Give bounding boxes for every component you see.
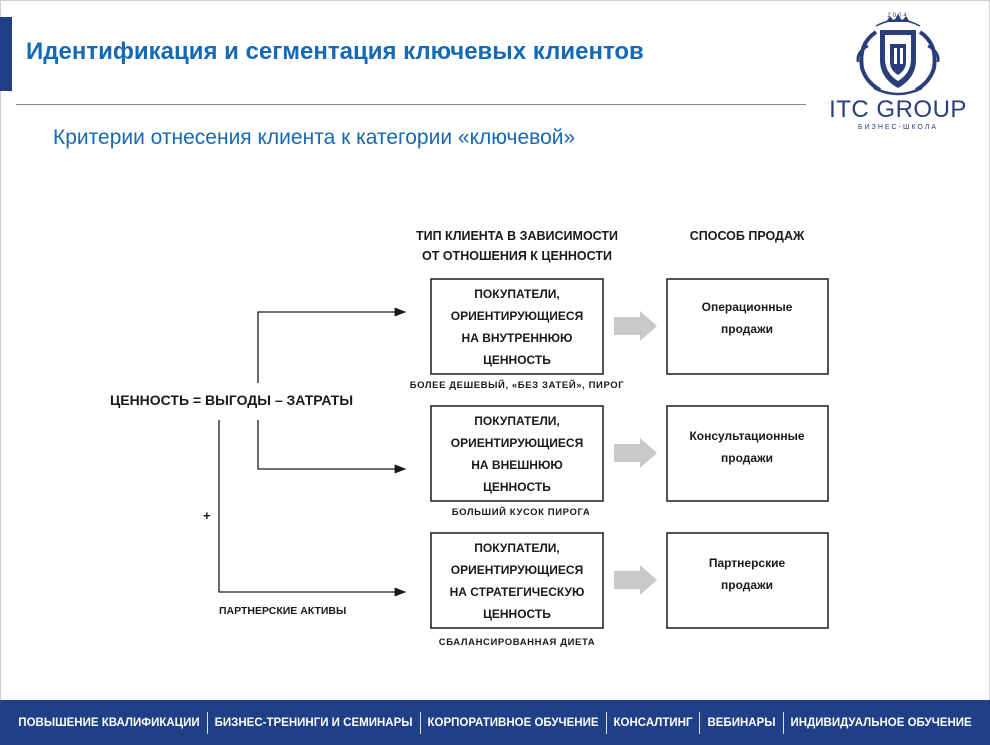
partner-assets-label: ПАРТНЕРСКИЕ АКТИВЫ (219, 605, 346, 617)
client-box-strategic-line-4: ЦЕННОСТЬ (483, 607, 551, 621)
caption-balanced-diet: СБАЛАНСИРОВАННАЯ ДИЕТА (439, 637, 595, 648)
client-box-strategic (430, 532, 604, 629)
sales-box-operational (666, 278, 829, 375)
connector-bottom (218, 420, 407, 597)
footer-bar: ПОВЫШЕНИЕ КВАЛИФИКАЦИИ БИЗНЕС-ТРЕНИНГИ И… (0, 700, 990, 745)
caption-cheaper-pie: БОЛЕЕ ДЕШЕВЫЙ, «БЕЗ ЗАТЕЙ», ПИРОГ (410, 379, 625, 391)
sales-box-partner (666, 532, 829, 629)
client-box-internal-line-3: НА ВНУТРЕННЮЮ (462, 331, 573, 345)
footer-separator (782, 711, 784, 734)
footer-link-webinars[interactable]: ВЕБИНАРЫ (707, 716, 776, 729)
sales-box-partner-line-1: Партнерские (709, 556, 786, 570)
gray-arrow-1 (614, 311, 657, 341)
footer-nav: ПОВЫШЕНИЕ КВАЛИФИКАЦИИ БИЗНЕС-ТРЕНИНГИ И… (0, 700, 990, 745)
logo-name: ITC GROUP (829, 96, 967, 123)
sales-box-consulting-line-1: Консультационные (689, 429, 804, 443)
client-box-external (430, 405, 604, 502)
sales-box-operational-line-2: продажи (721, 322, 773, 336)
footer-link-trainings[interactable]: БИЗНЕС-ТРЕНИНГИ И СЕМИНАРЫ (214, 716, 413, 729)
client-box-external-line-1: ПОКУПАТЕЛИ, (474, 414, 559, 428)
footer-separator (419, 711, 421, 734)
client-box-internal-line-4: ЦЕННОСТЬ (483, 353, 551, 367)
page-title: Идентификация и сегментация ключевых кли… (26, 38, 644, 65)
plus-sign: + (203, 508, 211, 523)
client-box-external-line-2: ОРИЕНТИРУЮЩИЕСЯ (451, 436, 583, 450)
client-box-internal-line-1: ПОКУПАТЕЛИ, (474, 287, 559, 301)
sales-box-consulting (666, 405, 829, 502)
client-box-strategic-line-3: НА СТРАТЕГИЧЕСКУЮ (450, 585, 585, 599)
footer-link-consulting[interactable]: КОНСАЛТИНГ (613, 716, 693, 729)
client-box-strategic-line-1: ПОКУПАТЕЛИ, (474, 541, 559, 555)
sales-box-operational-line-1: Операционные (702, 300, 793, 314)
value-formula: ЦЕННОСТЬ = ВЫГОДЫ – ЗАТРАТЫ (110, 392, 353, 408)
crest-icon: 2004 (856, 13, 940, 96)
logo-tagline: БИЗНЕС-ШКОЛА (857, 124, 938, 131)
footer-link-qualification[interactable]: ПОВЫШЕНИЕ КВАЛИФИКАЦИИ (18, 716, 200, 729)
footer-separator (206, 711, 208, 734)
type-header-line-2: ОТ ОТНОШЕНИЯ К ЦЕННОСТИ (422, 249, 612, 263)
company-logo: 2004 ITC GROUP БИЗНЕС-ШКОЛА (828, 10, 968, 142)
gray-arrow-3 (614, 565, 657, 595)
connector-top (257, 307, 407, 383)
client-box-external-line-4: ЦЕННОСТЬ (483, 480, 551, 494)
sales-box-partner-line-2: продажи (721, 578, 773, 592)
title-accent-bar (0, 17, 12, 91)
client-box-external-line-3: НА ВНЕШНЮЮ (471, 458, 562, 472)
sales-box-consulting-line-2: продажи (721, 451, 773, 465)
gray-arrow-2 (614, 438, 657, 468)
sales-header: СПОСОБ ПРОДАЖ (690, 229, 805, 243)
footer-link-corporate[interactable]: КОРПОРАТИВНОЕ ОБУЧЕНИЕ (427, 716, 599, 729)
client-box-internal (430, 278, 604, 375)
page-subtitle: Критерии отнесения клиента к категории «… (53, 126, 576, 149)
footer-separator (699, 711, 701, 734)
caption-bigger-slice: БОЛЬШИЙ КУСОК ПИРОГА (452, 506, 591, 518)
client-box-internal-line-2: ОРИЕНТИРУЮЩИЕСЯ (451, 309, 583, 323)
client-box-strategic-line-2: ОРИЕНТИРУЮЩИЕСЯ (451, 563, 583, 577)
footer-link-individual[interactable]: ИНДИВИДУАЛЬНОЕ ОБУЧЕНИЕ (790, 716, 972, 729)
title-divider (16, 104, 806, 105)
connector-middle (257, 420, 407, 474)
type-header-line-1: ТИП КЛИЕНТА В ЗАВИСИМОСТИ (416, 229, 618, 243)
footer-separator (605, 711, 607, 734)
